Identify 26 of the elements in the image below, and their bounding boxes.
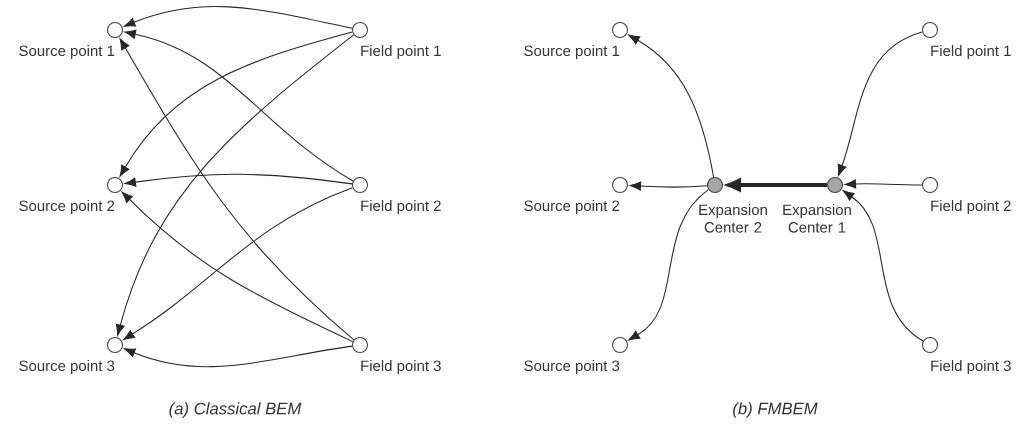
point-label: Expansion Center 2 — [699, 204, 767, 233]
point-label: Field point 2 — [361, 200, 441, 214]
arrow — [123, 6, 353, 29]
point-label: Source point 2 — [524, 200, 620, 214]
caption: (b) FMBEM — [733, 402, 818, 418]
point-label: Source point 1 — [524, 45, 620, 59]
arrow — [837, 31, 923, 176]
arrow — [124, 173, 353, 187]
caption: (a) Classical BEM — [169, 402, 302, 418]
point-label: Field point 3 — [361, 360, 441, 374]
point-label: Field point 1 — [931, 45, 1011, 59]
point-label: Source point 2 — [19, 200, 115, 214]
point-label: Source point 3 — [19, 360, 115, 374]
point-label: Field point 2 — [931, 200, 1011, 214]
arrow — [842, 190, 924, 342]
point-label: Source point 3 — [524, 360, 620, 374]
point-label: Field point 3 — [931, 360, 1011, 374]
point-label: Expansion Center 1 — [783, 204, 851, 233]
point-label: Source point 1 — [19, 45, 115, 59]
arrow — [844, 179, 923, 189]
arrow — [628, 34, 715, 178]
arrow — [723, 177, 827, 193]
arrow — [628, 189, 709, 341]
arrow — [629, 181, 708, 191]
arrow — [123, 345, 353, 368]
point-label: Field point 1 — [361, 45, 441, 59]
